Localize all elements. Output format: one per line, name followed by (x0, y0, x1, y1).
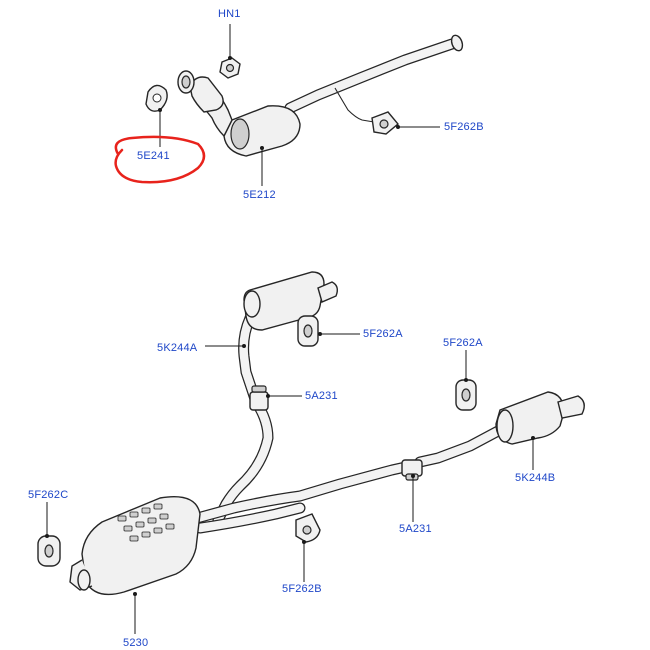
center-muffler-5230 (69, 496, 201, 596)
clamp-5a231-upper (249, 385, 269, 411)
label-hn1: HN1 (218, 8, 241, 20)
gasket-5e241 (145, 84, 168, 112)
label-5f262a-mid: 5F262A (363, 328, 403, 340)
insulator-5f262a-right (455, 379, 477, 411)
label-5e241: 5E241 (137, 150, 170, 162)
insulator-5f262b-lower (295, 513, 321, 543)
rear-pipe-assembly (184, 312, 514, 534)
label-5f262c: 5F262C (28, 489, 69, 501)
nut-hn1 (219, 57, 241, 79)
label-5k244b: 5K244B (515, 472, 556, 484)
label-5f262b-top: 5F262B (444, 121, 484, 133)
label-5230: 5230 (123, 637, 149, 649)
label-5f262a-right: 5F262A (443, 337, 483, 349)
highlight-circle (114, 135, 206, 184)
label-5a231-lower: 5A231 (399, 523, 432, 535)
label-5f262b-lower: 5F262B (282, 583, 322, 595)
insulator-5f262c-left (37, 535, 61, 567)
label-5k244a: 5K244A (157, 342, 198, 354)
label-5e212: 5E212 (243, 189, 276, 201)
label-5a231-upper: 5A231 (305, 390, 338, 402)
front-pipe-assembly (177, 34, 464, 157)
leaders-bottom (45, 332, 535, 634)
insulator-5f262a-mid (297, 315, 319, 347)
muffler-5k244a (243, 271, 339, 331)
muffler-5k244b (495, 391, 585, 445)
leaders-top (158, 24, 440, 186)
muffler-vent-marks (117, 503, 175, 542)
